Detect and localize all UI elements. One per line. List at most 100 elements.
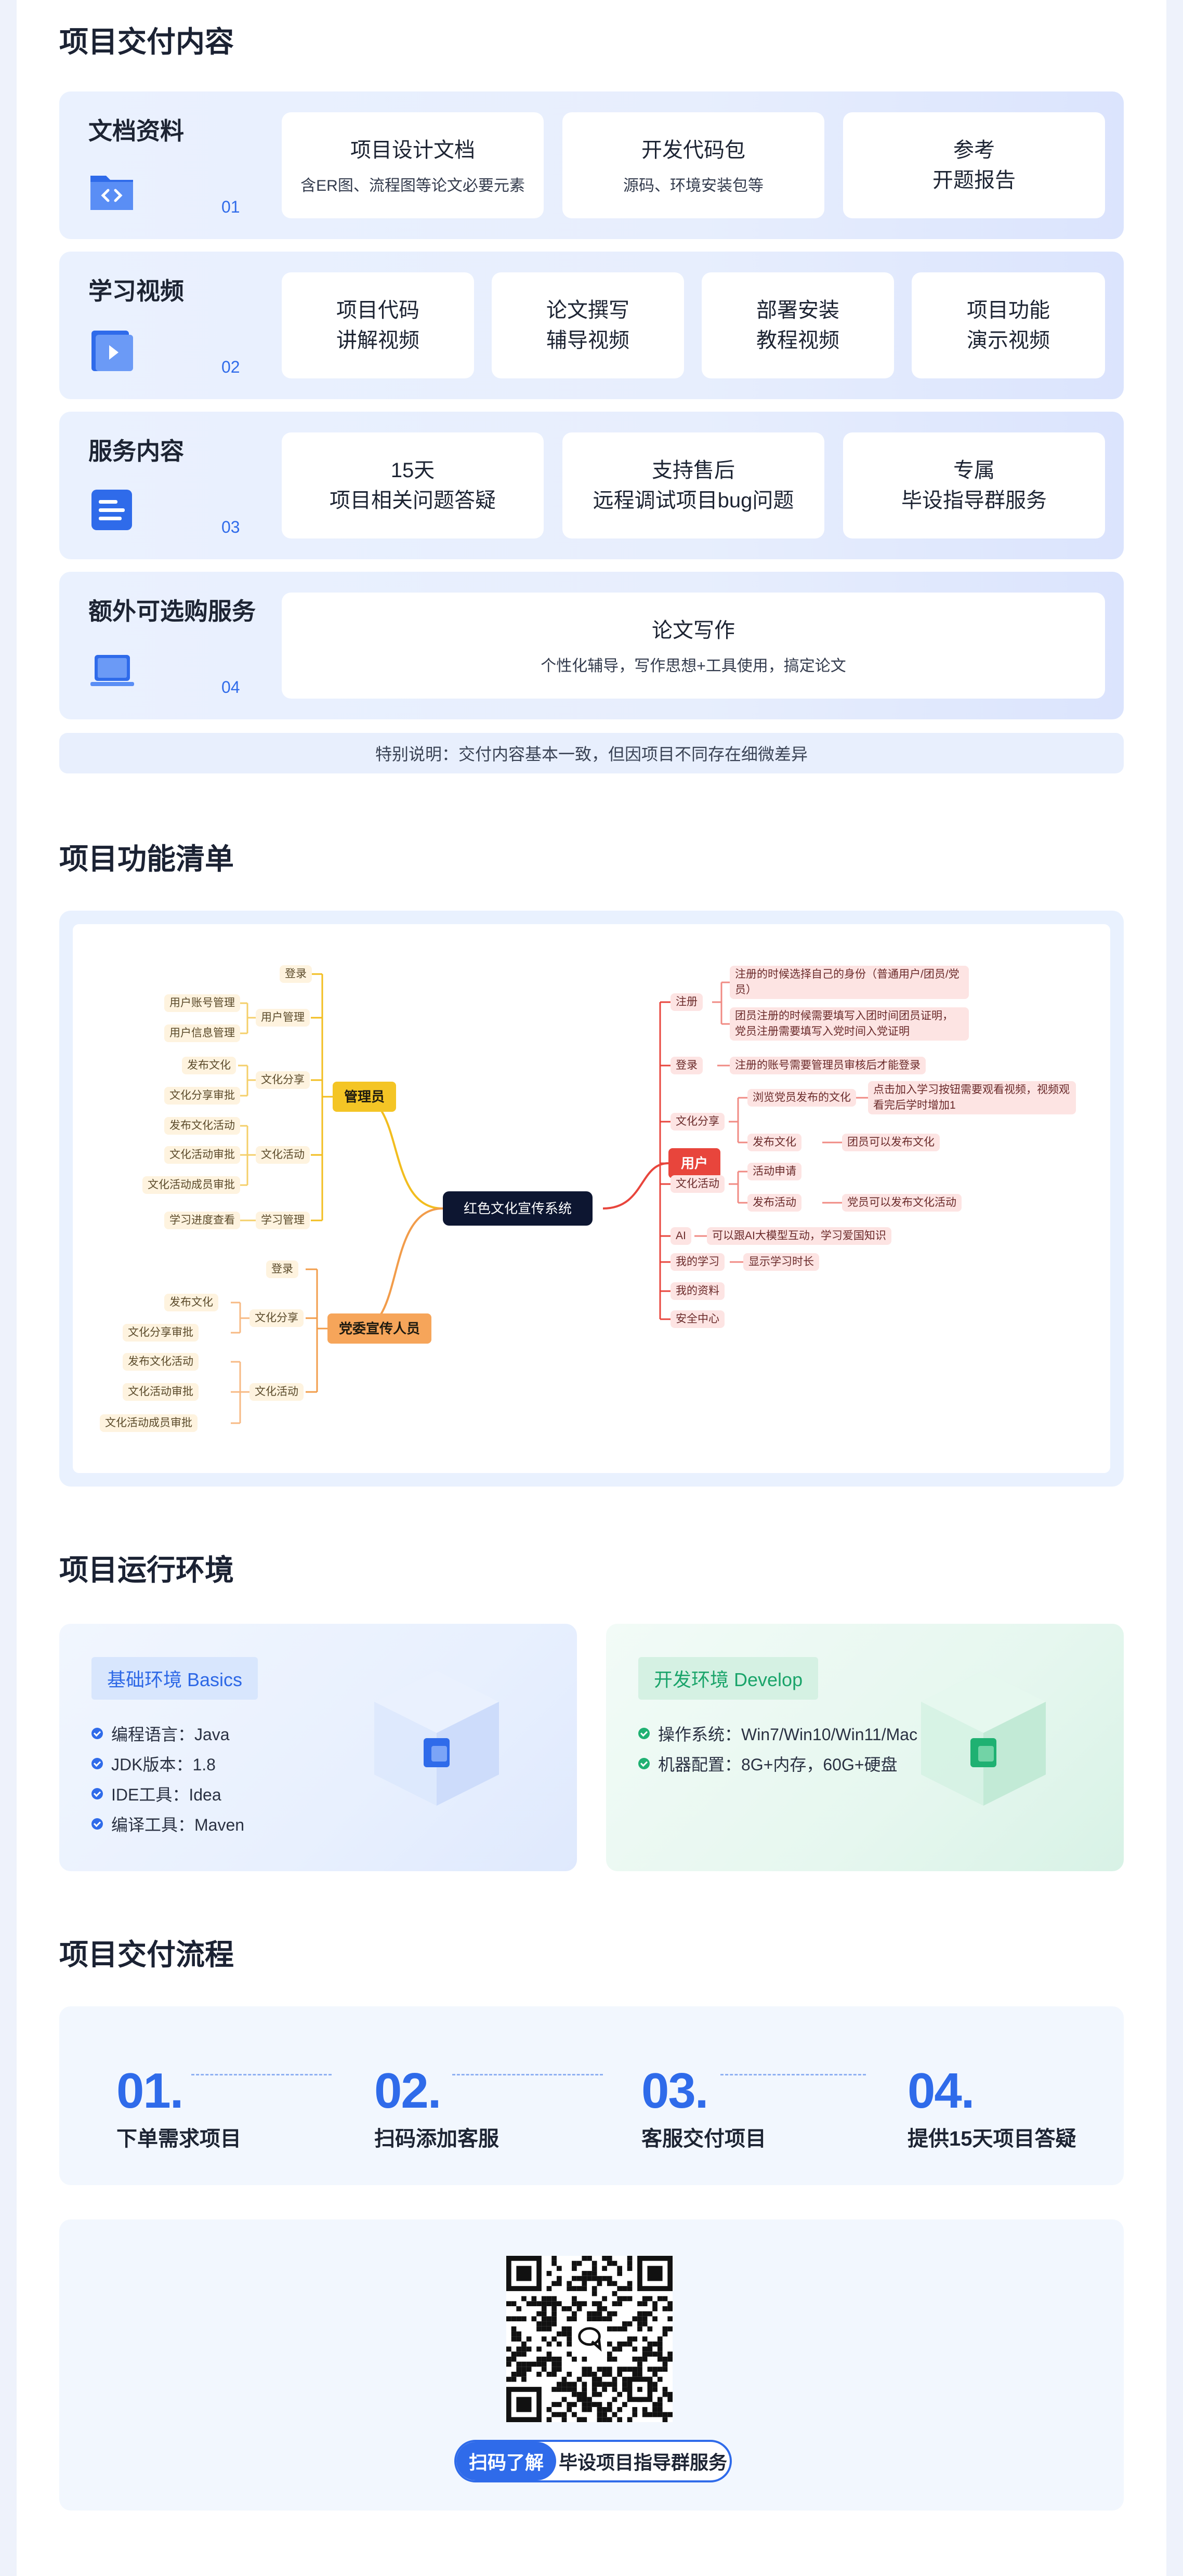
mindmap-leaf: 注册的时候选择自己的身份（普通用户/团员/党员）: [730, 966, 969, 999]
card-title: 论文撰写 辅导视频: [546, 299, 629, 352]
env-card-basics: 基础环境 Basics 编程语言：Java JDK版本：1.8 IDE工具：Id…: [59, 1624, 577, 1871]
env-item: 操作系统：Win7/Win10/Win11/Mac: [638, 1718, 917, 1749]
env-item: 编译工具：Maven: [91, 1809, 244, 1839]
env-item: 机器配置：8G+内存，60G+硬盘: [638, 1749, 917, 1779]
delivery-card: 论文写作 个性化辅导，写作思想+工具使用，搞定论文: [282, 593, 1105, 699]
laptop-icon: [90, 655, 134, 686]
mindmap-leaf: 发布文化活动: [164, 1117, 240, 1135]
mindmap-leaf: 用户信息管理: [164, 1024, 240, 1042]
step-connector: [452, 2074, 603, 2075]
card-title: 支持售后 远程调试项目bug问题: [593, 459, 794, 512]
env-item: IDE工具：Idea: [91, 1779, 244, 1809]
check-icon: [638, 1758, 650, 1769]
delivery-card: 部署安装 教程视频: [702, 272, 894, 378]
mindmap-leaf: 点击加入学习按钮需要观看视频，视频观看完后学时增加1: [868, 1081, 1076, 1114]
mindmap-node: 登录: [280, 965, 312, 983]
env-card-develop: 开发环境 Develop 操作系统：Win7/Win10/Win11/Mac 机…: [606, 1624, 1124, 1871]
delivery-note: 特别说明：交付内容基本一致，但因项目不同存在细微差异: [59, 733, 1124, 773]
card-title: 专属 毕设指导群服务: [901, 459, 1047, 512]
mindmap-leaf: 文化活动审批: [123, 1383, 199, 1401]
card-title: 论文写作: [652, 619, 735, 642]
mindmap-node: 文化分享: [249, 1309, 304, 1327]
qr-code-icon[interactable]: [506, 2256, 673, 2422]
mindmap-node: 文化活动: [249, 1383, 304, 1401]
mindmap-leaf: 显示学习时长: [743, 1253, 819, 1271]
mindmap-leaf: 文化活动审批: [164, 1146, 240, 1164]
mindmap-role-user: 用户: [668, 1148, 721, 1178]
delivery-row-docs: 文档资料 01 项目设计文档 含ER图、流程图等论文必要元素 开发代码包 源码、…: [59, 91, 1124, 239]
delivery-row-service: 服务内容 03 15天 项目相关问题答疑 支持售后 远程调试项目bug问题 专属…: [59, 412, 1124, 559]
feature-mindmap: 红色文化宣传系统 管理员 登录 用户管理 用户账号管理 用户信息管理 文化分享 …: [59, 911, 1124, 1487]
mindmap-node: 我的学习: [671, 1253, 725, 1271]
delivery-card: 项目设计文档 含ER图、流程图等论文必要元素: [282, 112, 544, 218]
step-number: 02.: [374, 2063, 441, 2119]
delivery-card: 开发代码包 源码、环境安装包等: [562, 112, 824, 218]
card-subtitle: 含ER图、流程图等论文必要元素: [300, 177, 525, 194]
row-title: 学习视频: [88, 278, 184, 305]
delivery-card: 支持售后 远程调试项目bug问题: [562, 432, 824, 538]
env-item-text: 操作系统：Win7/Win10/Win11/Mac: [658, 1725, 918, 1744]
mindmap-leaf: 文化分享审批: [164, 1087, 240, 1105]
row-title: 文档资料: [88, 117, 184, 144]
mindmap-leaf: 发布文化: [747, 1134, 801, 1151]
scan-label: 扫码了解: [456, 2442, 556, 2480]
env-item-text: JDK版本：1.8: [111, 1755, 216, 1774]
section-title-delivery: 项目交付内容: [59, 25, 234, 58]
mindmap-leaf: 团员注册的时候需要填写入团时间团员证明，党员注册需要填写入党时间入党证明: [730, 1007, 969, 1041]
mindmap-leaf: 活动申请: [747, 1163, 801, 1180]
step-label: 下单需求项目: [116, 2127, 241, 2150]
mindmap-leaf: 发布文化活动: [123, 1353, 199, 1371]
row-title: 额外可选购服务: [88, 598, 256, 625]
mindmap-leaf: 团员可以发布文化: [842, 1134, 940, 1151]
mindmap-node: AI: [671, 1227, 691, 1245]
qr-section: 扫码了解 毕设项目指导群服务: [59, 2219, 1124, 2511]
step-number: 04.: [908, 2063, 975, 2119]
service-label: 毕设项目指导群服务: [558, 2452, 727, 2473]
mindmap-node: 安全中心: [671, 1310, 725, 1328]
mindmap-node: 注册: [671, 993, 703, 1011]
code-folder-icon: [90, 176, 133, 210]
section-title-process: 项目交付流程: [59, 1938, 234, 1971]
cube-illustration-icon: [374, 1671, 499, 1806]
scan-qr-button[interactable]: 扫码了解 毕设项目指导群服务: [454, 2440, 732, 2482]
mindmap-leaf: 发布文化: [182, 1057, 236, 1074]
mindmap-node: 文化活动: [256, 1146, 310, 1164]
delivery-card: 15天 项目相关问题答疑: [282, 432, 544, 538]
row-number: 01: [221, 198, 240, 216]
row-title: 服务内容: [88, 438, 184, 465]
env-tag: 基础环境 Basics: [91, 1657, 258, 1700]
video-icon: [91, 331, 133, 371]
step-number: 01.: [116, 2063, 183, 2119]
mindmap-node: 文化分享: [671, 1113, 725, 1131]
check-icon: [91, 1758, 103, 1769]
card-title: 参考 开题报告: [932, 139, 1016, 192]
mindmap-leaf: 文化活动成员审批: [100, 1414, 198, 1432]
step-label: 客服交付项目: [641, 2127, 766, 2150]
row-number: 02: [221, 358, 240, 376]
check-icon: [638, 1728, 650, 1739]
delivery-row-videos: 学习视频 02 项目代码 讲解视频 论文撰写 辅导视频 部署安装 教程视频 项目…: [59, 252, 1124, 399]
mindmap-node: 我的资料: [671, 1282, 725, 1300]
mindmap-role-party: 党委宣传人员: [327, 1313, 432, 1344]
step-connector: [720, 2074, 866, 2075]
document-icon: [91, 490, 132, 530]
mindmap-node: 用户管理: [256, 1009, 310, 1027]
env-item: 编程语言：Java: [91, 1718, 244, 1749]
delivery-row-extra: 额外可选购服务 04 论文写作 个性化辅导，写作思想+工具使用，搞定论文: [59, 572, 1124, 719]
cube-illustration-icon: [921, 1671, 1046, 1806]
card-title: 15天 项目相关问题答疑: [330, 459, 496, 512]
check-icon: [91, 1818, 103, 1830]
step-connector: [191, 2074, 332, 2075]
section-title-env: 项目运行环境: [59, 1554, 234, 1586]
mindmap-node: 文化分享: [256, 1071, 310, 1089]
mindmap-node: 文化活动: [671, 1175, 725, 1193]
card-title: 部署安装 教程视频: [756, 299, 839, 352]
mindmap-node: 登录: [671, 1057, 703, 1074]
card-subtitle: 个性化辅导，写作思想+工具使用，搞定论文: [541, 658, 846, 675]
page: 项目交付内容 文档资料 01 项目设计文档 含ER图、流程图等论文必要元素 开发…: [17, 0, 1166, 2576]
mindmap-leaf: 发布活动: [747, 1194, 801, 1212]
mindmap-root: 红色文化宣传系统: [443, 1191, 593, 1226]
mindmap-leaf: 浏览党员发布的文化: [747, 1089, 856, 1107]
card-title: 项目代码 讲解视频: [336, 299, 419, 352]
delivery-card: 专属 毕设指导群服务: [843, 432, 1105, 538]
